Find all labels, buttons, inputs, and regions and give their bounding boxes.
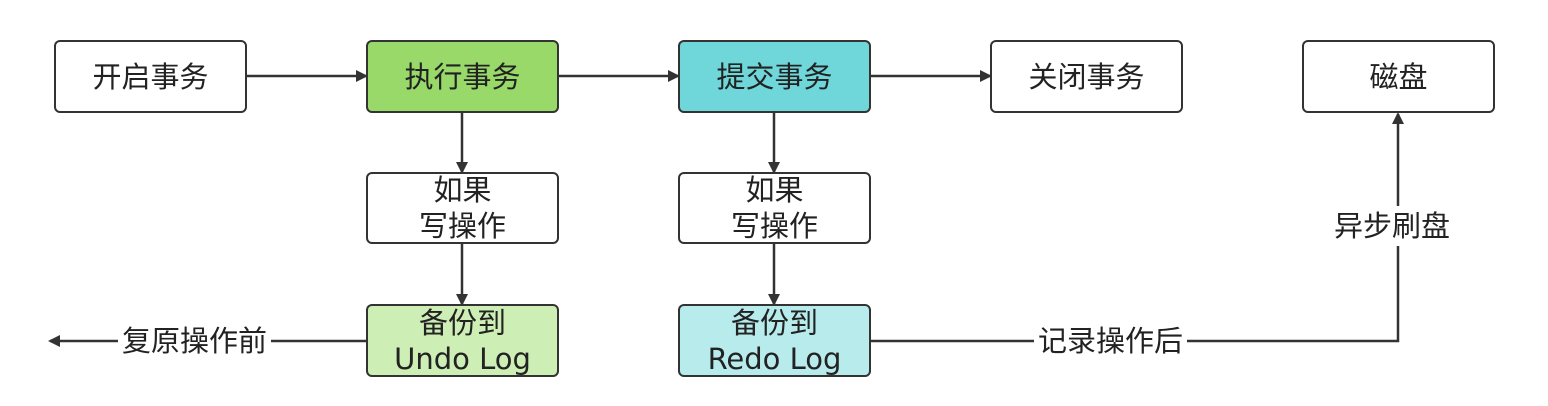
node-label: 开启事务 xyxy=(92,59,209,94)
node-if-write-redo: 如果 写操作 xyxy=(678,172,871,244)
node-if-write-undo: 如果 写操作 xyxy=(366,172,559,244)
node-start-transaction: 开启事务 xyxy=(54,40,247,113)
node-undo-log: 备份到 Undo Log xyxy=(366,304,559,377)
node-execute-transaction: 执行事务 xyxy=(366,40,559,113)
node-disk: 磁盘 xyxy=(1302,40,1495,113)
arrow-redo-to-disk xyxy=(871,112,1404,343)
node-commit-transaction: 提交事务 xyxy=(678,40,871,113)
node-label-line1: 如果 xyxy=(433,173,492,207)
node-label: 磁盘 xyxy=(1369,59,1428,94)
node-close-transaction: 关闭事务 xyxy=(990,40,1183,113)
node-redo-log: 备份到 Redo Log xyxy=(678,304,871,377)
node-label: 提交事务 xyxy=(716,59,833,94)
node-label-line1: 如果 xyxy=(745,173,804,207)
node-label-line2: Undo Log xyxy=(394,341,531,376)
node-label-line1: 备份到 xyxy=(730,305,818,340)
edge-label-async-flush: 异步刷盘 xyxy=(1332,206,1453,246)
node-label-line2: Redo Log xyxy=(707,341,842,376)
node-label-line2: 写操作 xyxy=(730,209,818,243)
edge-label-restore: 复原操作前 xyxy=(118,323,272,359)
node-label-line1: 备份到 xyxy=(418,305,506,340)
node-label: 关闭事务 xyxy=(1028,59,1145,94)
node-label-line2: 写操作 xyxy=(418,209,506,243)
node-label: 执行事务 xyxy=(404,59,521,94)
edge-label-record: 记录操作后 xyxy=(1034,323,1188,359)
